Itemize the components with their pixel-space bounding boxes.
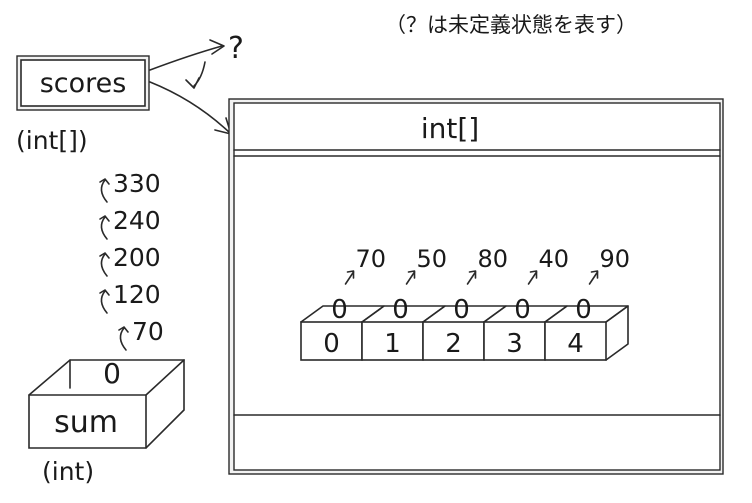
scores-box-inner bbox=[20, 59, 146, 107]
sum-history-value-4: 330 bbox=[113, 169, 161, 198]
scores-to-undefined-arrow bbox=[149, 45, 223, 71]
scores-to-array-arrow bbox=[149, 81, 231, 134]
element-index: 4 bbox=[567, 329, 584, 359]
sum-history-value-1: 120 bbox=[113, 280, 161, 309]
element-index: 0 bbox=[323, 329, 340, 359]
element-initial-value: 0 bbox=[575, 295, 592, 325]
array-object: int[] bbox=[228, 98, 724, 475]
element-front-face bbox=[361, 321, 424, 361]
array-row-side-face bbox=[605, 305, 629, 361]
array-element-3: 3 0 40 bbox=[483, 245, 570, 361]
array-type-label: int[] bbox=[421, 112, 479, 145]
sum-update-arrowhead-1 bbox=[99, 289, 110, 296]
element-index: 2 bbox=[445, 329, 462, 359]
element-assigned-value: 40 bbox=[539, 245, 570, 273]
assign-arrowhead bbox=[590, 270, 599, 279]
legend-note: （？は未定義状態を表す） bbox=[385, 13, 637, 37]
assign-arrowhead bbox=[346, 270, 355, 279]
sum-type: (int) bbox=[42, 457, 94, 486]
sum-history-value-2: 200 bbox=[113, 243, 161, 272]
sum-history-value-0: 70 bbox=[132, 317, 164, 346]
sum-update-arrowhead-3 bbox=[99, 215, 110, 222]
assign-arrowhead bbox=[407, 270, 416, 279]
element-front-face bbox=[422, 321, 485, 361]
array-element-0: 0 0 70 bbox=[300, 245, 387, 361]
sum-update-arrow-4 bbox=[100, 179, 108, 203]
element-initial-value: 0 bbox=[331, 295, 348, 325]
scores-label: scores bbox=[40, 68, 127, 99]
undefined-mark: ? bbox=[228, 31, 244, 66]
assign-arrow bbox=[588, 271, 599, 285]
array-element-4: 4 0 90 bbox=[544, 245, 631, 361]
element-assigned-value: 50 bbox=[417, 245, 448, 273]
reassign-arrowhead bbox=[185, 77, 200, 89]
element-front-face bbox=[483, 321, 546, 361]
element-initial-value: 0 bbox=[392, 295, 409, 325]
sum-history-value-3: 240 bbox=[113, 206, 161, 235]
sum-update-arrow-0 bbox=[119, 327, 127, 351]
scores-variable: scores (int[]) bbox=[16, 55, 150, 155]
element-index: 1 bbox=[384, 329, 401, 359]
element-front-face bbox=[300, 321, 363, 361]
assign-arrow bbox=[405, 271, 416, 285]
reassign-arrow bbox=[193, 61, 206, 87]
array-element-1: 1 0 50 bbox=[361, 245, 448, 361]
assign-arrowhead bbox=[529, 270, 538, 279]
scores-to-undefined-arrowhead bbox=[209, 39, 225, 55]
sum-update-arrowhead-2 bbox=[99, 252, 110, 259]
array-object-inner bbox=[233, 102, 721, 471]
element-front-face bbox=[544, 321, 607, 361]
scores-type: (int[]) bbox=[16, 126, 88, 155]
sum-update-arrowhead-0 bbox=[118, 326, 129, 333]
element-initial-value: 0 bbox=[453, 295, 470, 325]
sum-variable: sum 0 (int) bbox=[28, 357, 185, 486]
sum-update-arrow-3 bbox=[100, 216, 108, 240]
sum-history: 70 120 200 240 330 bbox=[99, 169, 164, 351]
element-assigned-value: 90 bbox=[600, 245, 631, 273]
element-initial-value: 0 bbox=[514, 295, 531, 325]
element-assigned-value: 70 bbox=[356, 245, 387, 273]
sum-update-arrowhead-4 bbox=[99, 178, 110, 185]
element-assigned-value: 80 bbox=[478, 245, 509, 273]
sum-initial-value: 0 bbox=[103, 357, 121, 390]
sum-label: sum bbox=[54, 405, 118, 440]
assign-arrow bbox=[466, 271, 477, 285]
sum-update-arrow-1 bbox=[100, 290, 108, 314]
assign-arrow bbox=[527, 271, 538, 285]
sum-update-arrow-2 bbox=[100, 253, 108, 277]
element-index: 3 bbox=[506, 329, 523, 359]
assign-arrow bbox=[344, 271, 355, 285]
assign-arrowhead bbox=[468, 270, 477, 279]
